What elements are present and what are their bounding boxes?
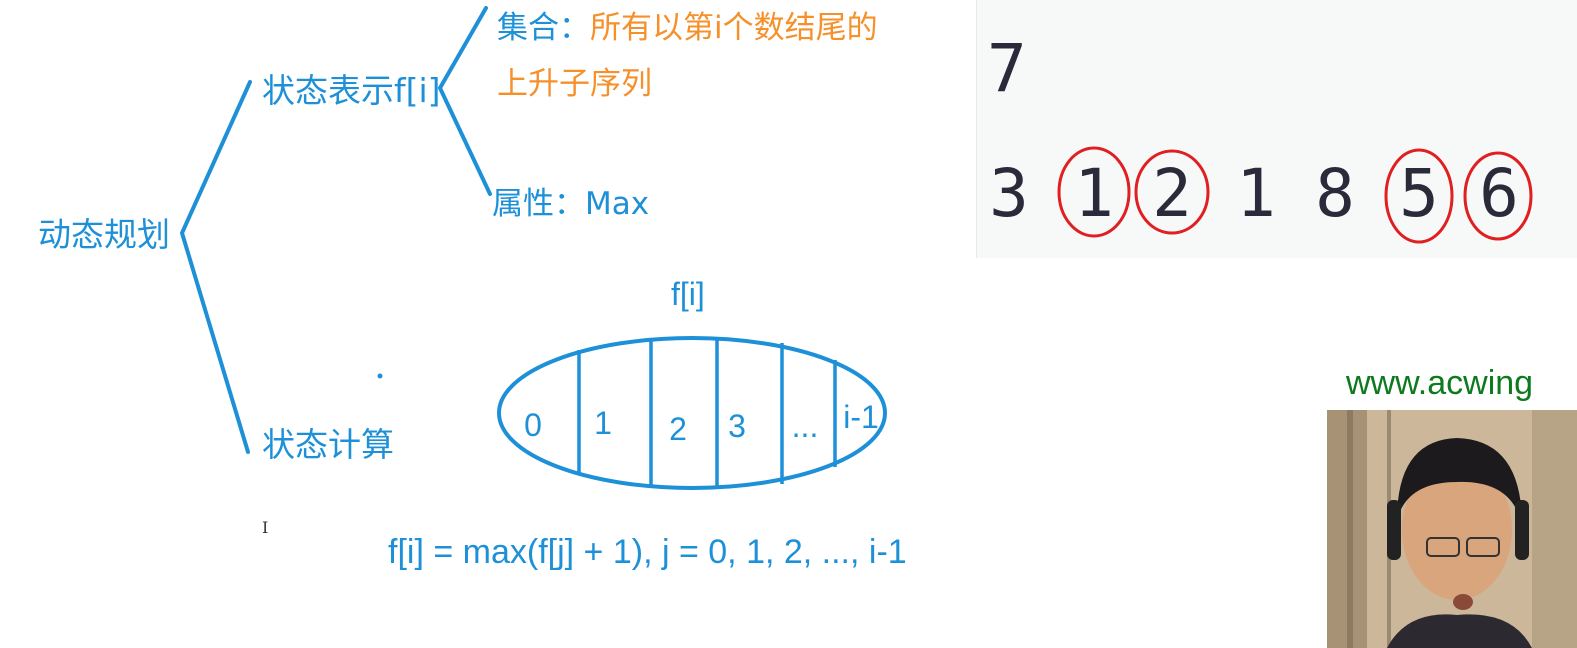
attribute-label: 属性：Max	[492, 186, 650, 222]
set-label: 集合：	[497, 10, 590, 46]
transition-formula: f[i] = max(f[j] + 1), j = 0, 1, 2, ..., …	[388, 533, 907, 571]
sequence-number: 8	[1315, 155, 1355, 232]
tree-root-label: 动态规划	[38, 215, 170, 254]
partition-cell: 0	[524, 407, 542, 443]
presenter-image	[1327, 410, 1577, 648]
partition-cell: 3	[728, 408, 746, 444]
partition-cell: 2	[669, 411, 687, 447]
state-repr-label: 状态表示f[i]	[262, 71, 441, 110]
highlight-circle	[1384, 148, 1454, 244]
stray-dot	[377, 373, 383, 379]
highlight-circle	[1463, 151, 1533, 241]
input-panel: 7 3 1 2 1 8 5 6	[976, 0, 1577, 258]
webcam-feed	[1327, 410, 1577, 648]
set-description-line2: 上升子序列	[497, 66, 652, 102]
site-watermark: www.acwing	[1346, 364, 1534, 402]
tree-connectors: 0 1 2 3 ... i-1	[179, 6, 887, 490]
highlight-circle	[1057, 146, 1131, 238]
partition-cell: ...	[792, 408, 819, 444]
root-branch-lines	[179, 80, 252, 454]
partition-cell: i-1	[843, 399, 879, 435]
sequence-row: 3 1 2 1 8 5 6	[989, 146, 1533, 244]
sequence-number: 3	[989, 155, 1029, 232]
partition-title: f[i]	[671, 276, 705, 312]
sequence-number: 2	[1152, 155, 1192, 232]
partition-ellipse	[497, 336, 887, 490]
sequence-number: 1	[1236, 155, 1276, 232]
state-calc-label: 状态计算	[262, 425, 394, 464]
partition-diagram: 0 1 2 3 ... i-1	[497, 336, 887, 490]
sequence-number: 5	[1399, 155, 1439, 232]
set-description: 所有以第i个数结尾的	[590, 10, 878, 46]
partition-cell: 1	[594, 405, 612, 441]
input-count: 7	[987, 30, 1027, 107]
highlight-circle	[1134, 149, 1210, 235]
set-node: 集合：所有以第i个数结尾的	[497, 2, 878, 47]
text-cursor-icon: I	[262, 518, 269, 537]
sequence-number: 6	[1479, 155, 1519, 232]
state-repr-branch-lines	[437, 6, 492, 196]
sequence-number: 1	[1074, 155, 1114, 232]
